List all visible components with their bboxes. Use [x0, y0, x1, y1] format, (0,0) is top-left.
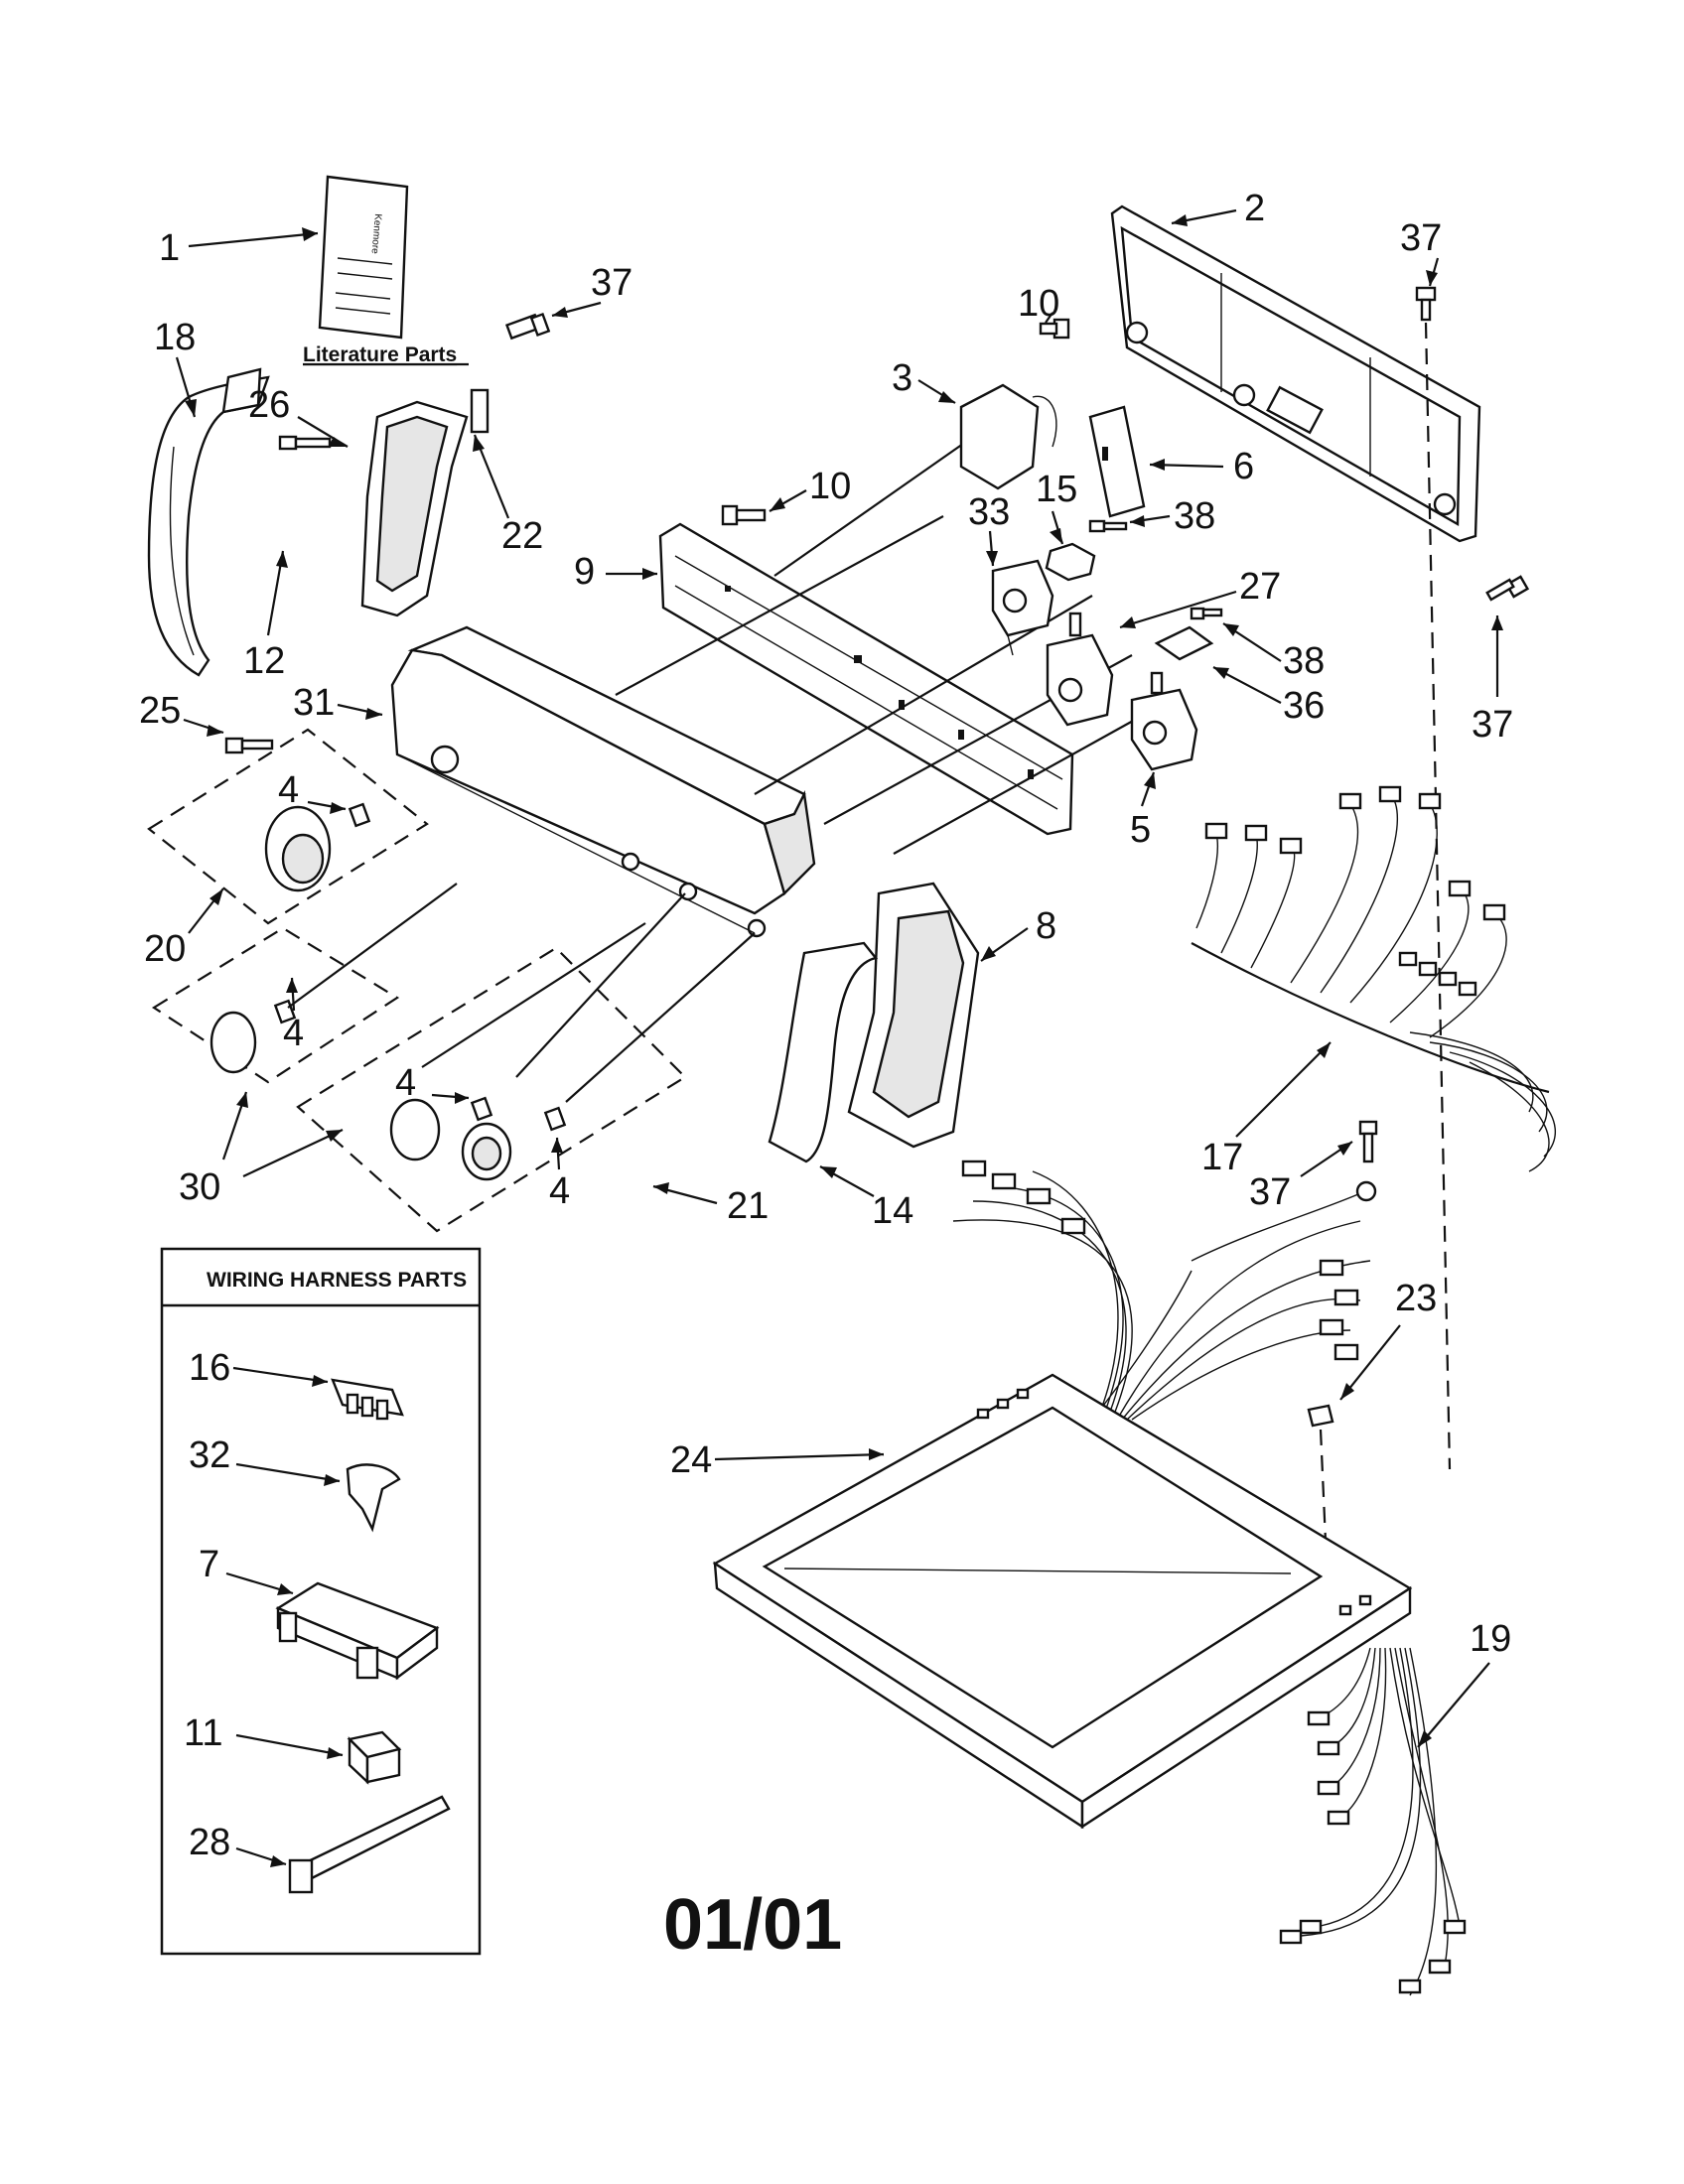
connector-11: [347, 1730, 402, 1785]
callout-23: 23: [1395, 1278, 1437, 1319]
callout-15: 15: [1036, 469, 1077, 510]
rear-panel: [1110, 205, 1481, 543]
connector-7: [275, 1581, 440, 1681]
callout-22: 22: [501, 515, 543, 557]
control-mounting-bracket: [658, 522, 1074, 836]
screw-37-b: [1415, 286, 1437, 322]
callout-27: 27: [1239, 566, 1281, 608]
screw-37-c: [1485, 575, 1530, 602]
knob-20: [264, 802, 371, 892]
component-27: [1046, 612, 1114, 727]
literature-parts-label: Literature Parts: [303, 343, 457, 366]
screw-10-a: [1039, 318, 1070, 340]
callout-8: 8: [1036, 905, 1056, 947]
callout-30: 30: [179, 1166, 220, 1208]
callout-36: 36: [1283, 685, 1325, 727]
thermostat-15: [1045, 542, 1096, 582]
callout-16: 16: [189, 1347, 230, 1389]
callout-33: 33: [968, 491, 1010, 533]
callout-17: 17: [1201, 1137, 1243, 1178]
callout-32: 32: [189, 1434, 230, 1476]
callout-31: 31: [293, 682, 335, 724]
knob-21a: [389, 1096, 493, 1161]
callout-4-b: 4: [283, 1013, 304, 1054]
screw-12: [278, 435, 332, 451]
screw-25: [224, 737, 274, 754]
knob-group-21: [296, 946, 687, 1233]
console-panel: [390, 625, 816, 938]
screw-37-a: [504, 312, 551, 341]
clip-32: [346, 1463, 401, 1533]
knob-21b: [461, 1106, 567, 1181]
callout-3: 3: [892, 357, 912, 399]
wire-harness-19: [1279, 1647, 1467, 1996]
callout-26: 26: [248, 384, 290, 426]
console-bracket: [360, 388, 490, 617]
callout-4-d: 4: [549, 1170, 570, 1212]
screw-10-b: [721, 504, 767, 526]
switch-3: [959, 383, 1057, 490]
callout-19: 19: [1470, 1618, 1511, 1660]
screw-37-d: [1358, 1120, 1378, 1163]
callout-11: 11: [184, 1712, 222, 1754]
component-5: [1130, 671, 1198, 771]
callout-21: 21: [727, 1185, 769, 1227]
callout-37-b: 37: [1400, 217, 1442, 259]
main-wire-harness: [952, 1160, 1377, 1421]
clip-23: [1307, 1404, 1334, 1428]
page-number: 01/01: [663, 1885, 842, 1965]
component-33: [991, 559, 1054, 656]
callout-4-a: 4: [278, 769, 299, 811]
wire-harness-17: [1191, 785, 1556, 1172]
callout-9: 9: [574, 551, 595, 593]
callout-6: 6: [1233, 446, 1254, 487]
callout-4-c: 4: [395, 1062, 416, 1104]
callout-12: 12: [243, 640, 285, 682]
top-panel-24: [712, 1373, 1413, 1830]
screw-38-a: [1088, 519, 1128, 533]
callout-14: 14: [872, 1190, 913, 1232]
knob-group-20: [147, 728, 429, 925]
callout-37-d: 37: [1249, 1171, 1291, 1213]
callout-37-a: 37: [591, 262, 632, 304]
callout-2: 2: [1244, 188, 1265, 229]
callout-18: 18: [154, 317, 196, 358]
callout-38-a: 38: [1174, 495, 1215, 537]
callout-24: 24: [670, 1439, 712, 1481]
callout-10-a: 10: [1018, 283, 1059, 325]
callout-7: 7: [199, 1544, 219, 1585]
callout-10-b: 10: [809, 466, 851, 507]
end-cap-14: [768, 941, 879, 1163]
callout-37-c: 37: [1472, 704, 1513, 746]
callout-25: 25: [139, 690, 181, 732]
literature-booklet: Kenmore: [318, 175, 409, 340]
end-cap-left: [147, 367, 270, 677]
cable-tie-28: [288, 1795, 451, 1894]
part-36: [1154, 607, 1223, 661]
callout-20: 20: [144, 928, 186, 970]
wiring-box-title: WIRING HARNESS PARTS: [207, 1269, 467, 1292]
callout-28: 28: [189, 1822, 230, 1863]
knob-group-30: [151, 926, 400, 1084]
callout-1: 1: [159, 227, 180, 269]
end-cap-right-8: [847, 882, 980, 1149]
callout-5: 5: [1130, 809, 1151, 851]
cover-6: [1088, 405, 1146, 518]
callout-38-b: 38: [1283, 640, 1325, 682]
booklet-brand: Kenmore: [368, 213, 383, 255]
connector-16: [331, 1378, 404, 1421]
